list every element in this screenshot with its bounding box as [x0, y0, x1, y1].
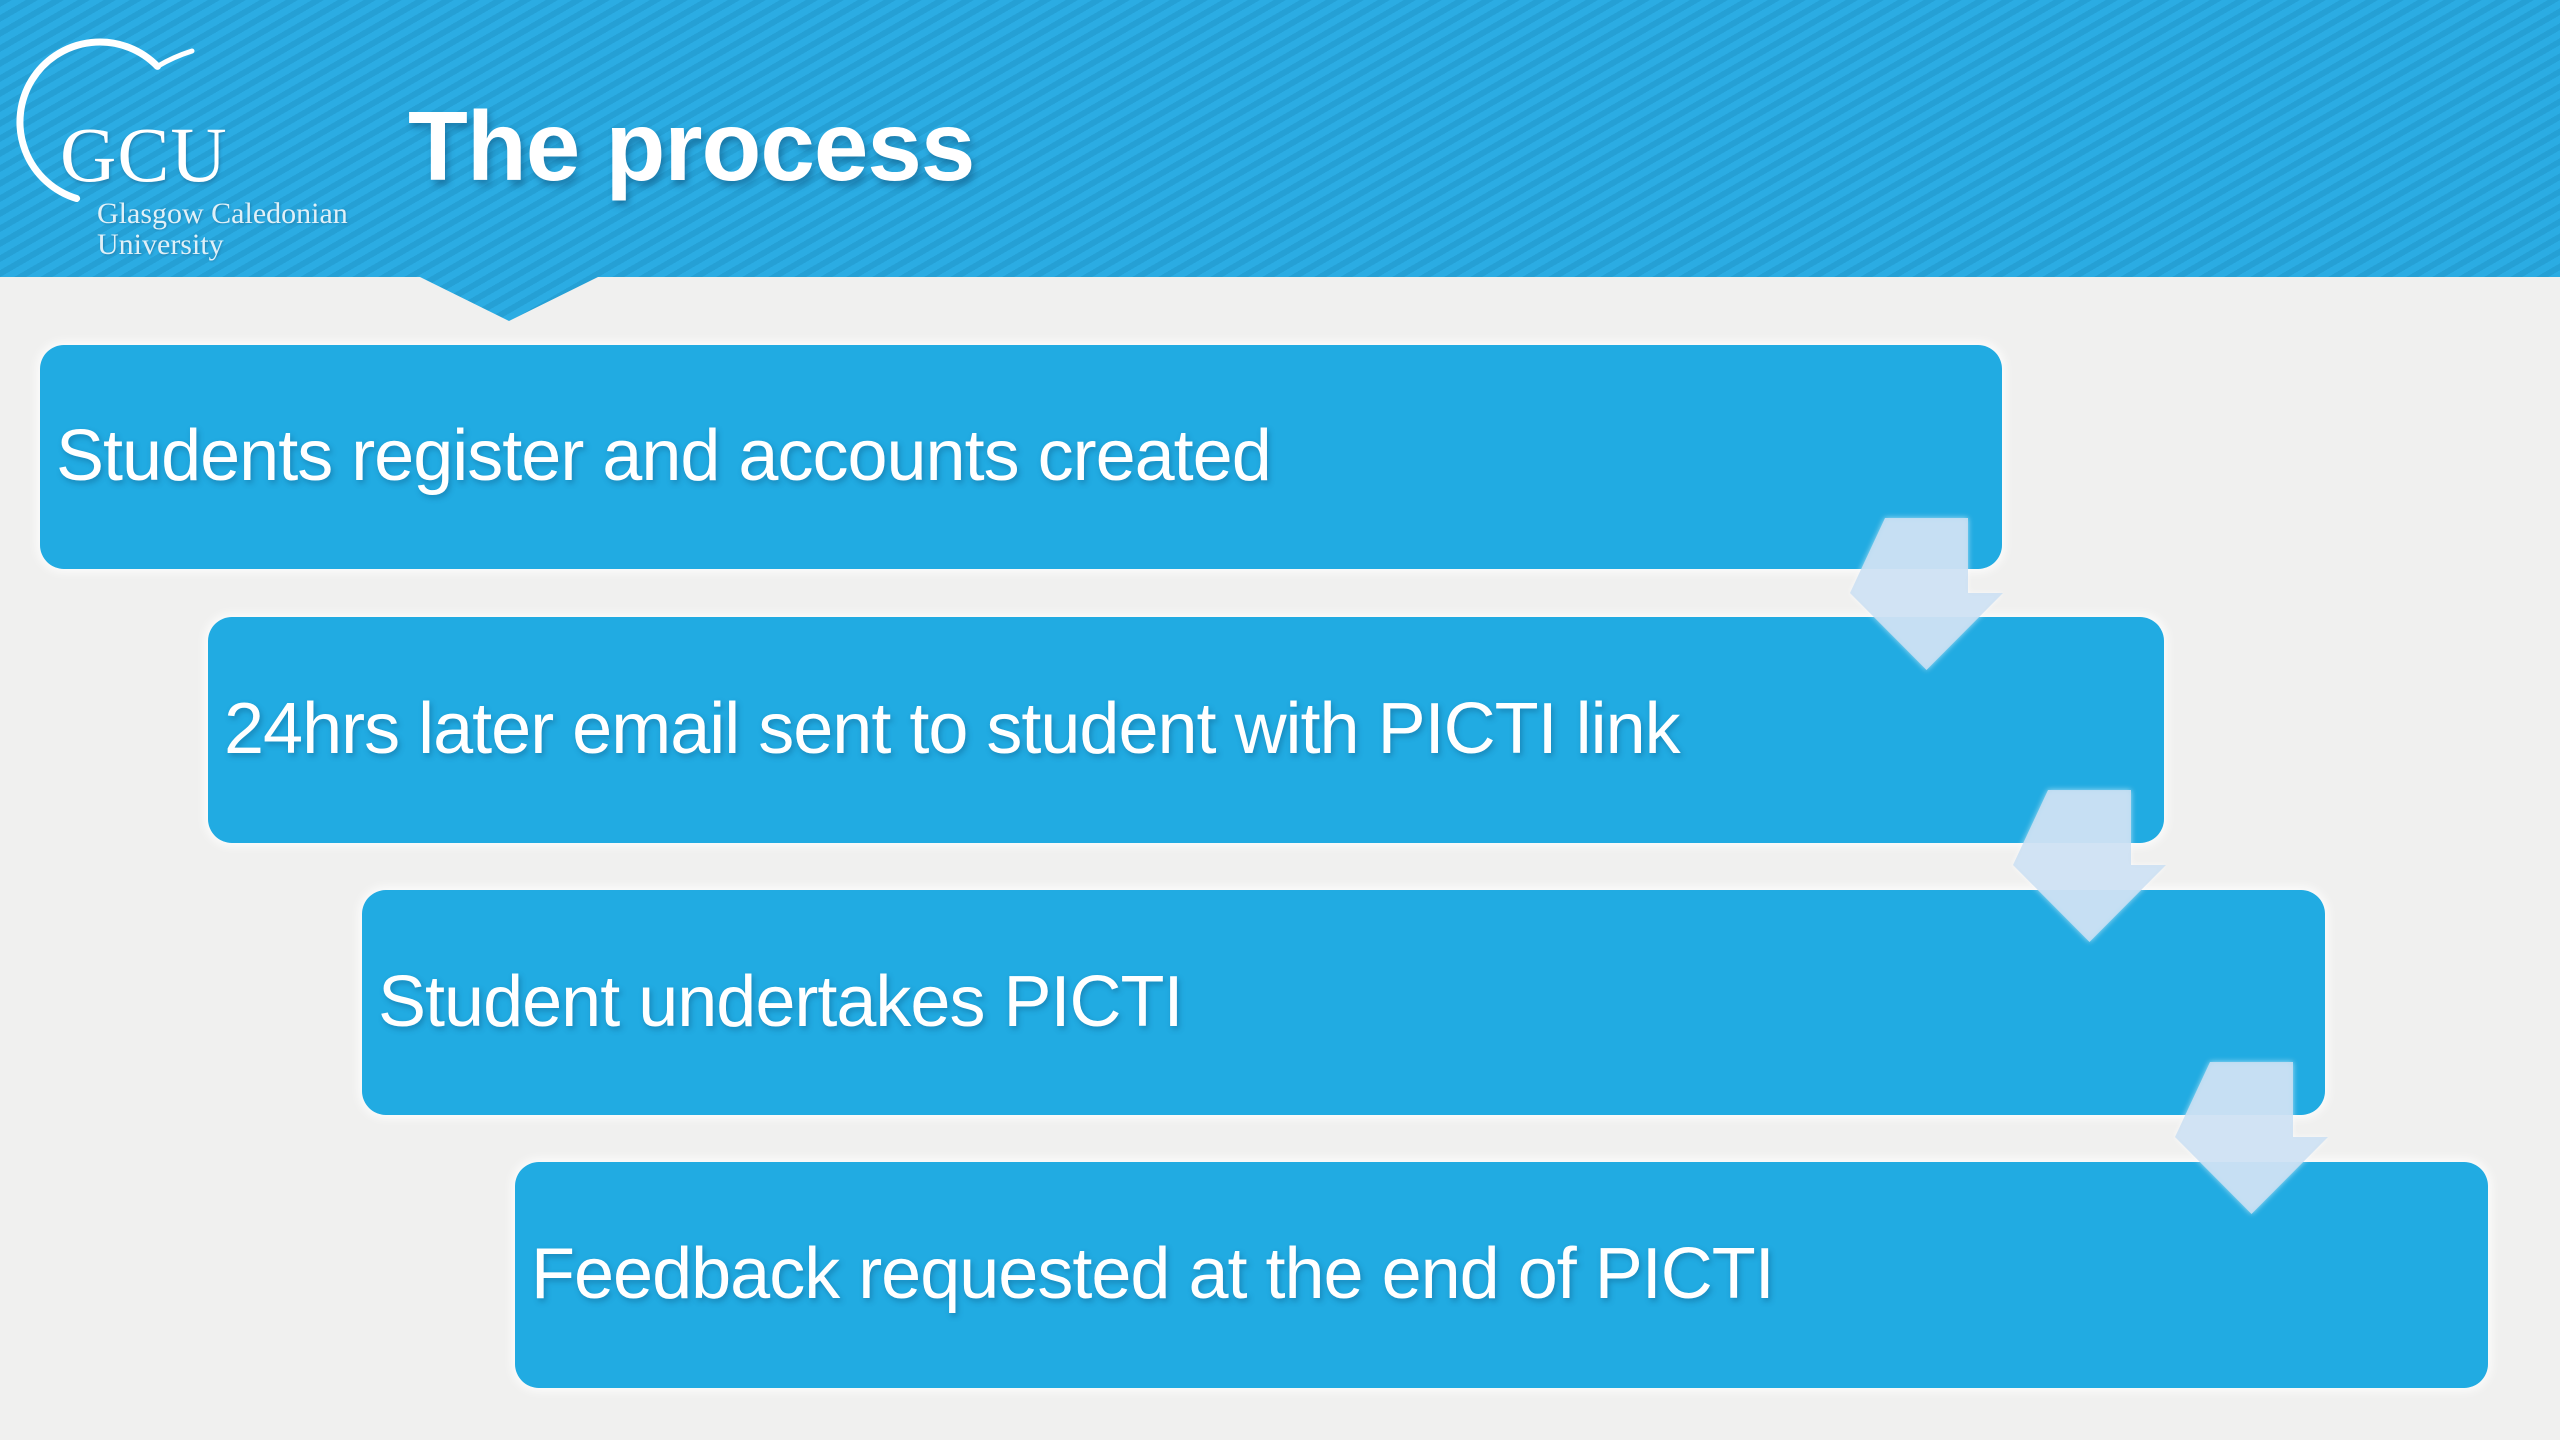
- circle-arc-icon: [16, 38, 195, 202]
- logo-name-line1: Glasgow Caledonian: [97, 197, 348, 230]
- process-step-label: Students register and accounts created: [56, 416, 1272, 497]
- process-step-box-3: Student undertakes PICTI: [362, 890, 2325, 1115]
- slide-title: The process: [408, 91, 975, 201]
- logo-name: Glasgow Caledonian University: [97, 198, 348, 260]
- process-step-label: Feedback requested at the end of PICTI: [531, 1234, 1775, 1315]
- process-step-box-1: Students register and accounts created: [40, 345, 2002, 569]
- logo-acronym: GCU: [60, 111, 228, 198]
- process-step-box-4: Feedback requested at the end of PICTI: [515, 1162, 2488, 1388]
- process-step-label: Student undertakes PICTI: [378, 961, 1183, 1042]
- header-band: [0, 0, 2560, 321]
- process-step-box-2: 24hrs later email sent to student with P…: [208, 617, 2164, 843]
- process-step-label: 24hrs later email sent to student with P…: [224, 689, 1681, 770]
- university-logo: GCU Glasgow Caledonian University: [12, 30, 348, 260]
- logo-name-line2: University: [97, 228, 224, 261]
